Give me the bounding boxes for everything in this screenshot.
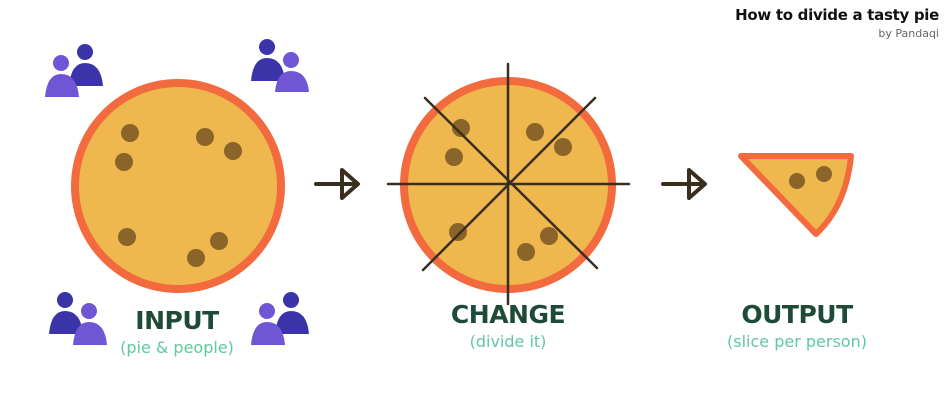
arrow-right-icon [314, 168, 360, 200]
change-pie [386, 62, 631, 306]
pie-dot [118, 228, 136, 246]
output-label: OUTPUT [741, 300, 853, 329]
input-label: INPUT [135, 306, 219, 335]
people-group-icon [251, 39, 309, 92]
pie-dot [210, 232, 228, 250]
pie-dot [554, 138, 572, 156]
change-sublabel: (divide it) [469, 332, 547, 351]
pie-dot [526, 123, 544, 141]
people-group-icon [49, 292, 107, 345]
pie-dot [187, 249, 205, 267]
pie-dot [452, 119, 470, 137]
diagram-author: by Pandaqi [878, 27, 939, 40]
pie-dot [816, 166, 832, 182]
pie-slice-icon [738, 153, 854, 237]
cut-lines [386, 62, 631, 306]
pie-dot [449, 223, 467, 241]
pie-dot [445, 148, 463, 166]
pie-dot [224, 142, 242, 160]
pie-dot [540, 227, 558, 245]
change-label: CHANGE [450, 300, 566, 329]
people-group-icon [45, 44, 103, 97]
people-group-icon [251, 292, 309, 345]
arrow-right-icon [661, 168, 707, 200]
diagram-title: How to divide a tasty pie [735, 6, 939, 24]
input-pie-filling [79, 87, 277, 285]
pie-dot [196, 128, 214, 146]
input-pie [71, 79, 285, 293]
pie-dot [121, 124, 139, 142]
pie-dot [789, 173, 805, 189]
pie-dot [517, 243, 535, 261]
output-sublabel: (slice per person) [727, 332, 867, 351]
pie-dot [115, 153, 133, 171]
input-sublabel: (pie & people) [120, 338, 234, 357]
